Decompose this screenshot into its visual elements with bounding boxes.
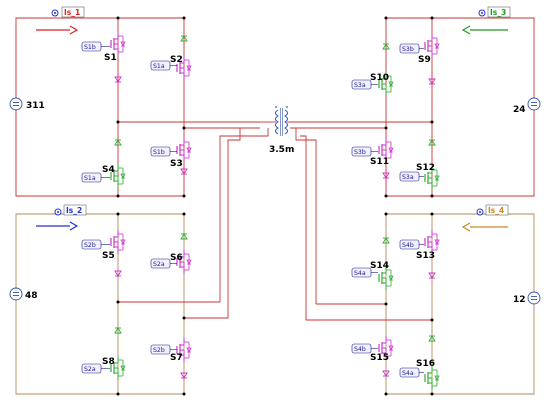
gate-tag-s4: S1a <box>84 175 96 182</box>
switch-label-s13: S13 <box>416 251 435 261</box>
switch-label-s10: S10 <box>370 73 389 83</box>
switch-label-s12: S12 <box>416 163 435 173</box>
probe-is2-label: Is_2 <box>66 206 82 215</box>
bridge-bottom-left <box>9 212 228 396</box>
probe-is3: Is_3 <box>461 6 511 35</box>
probe-is4-label: Is_4 <box>488 206 504 215</box>
bridge-top-left <box>9 16 260 198</box>
probe-is1-label: Is_1 <box>64 8 80 17</box>
bridge-bottom-right <box>306 212 541 396</box>
switch-label-s16: S16 <box>416 359 435 369</box>
switch-label-s3: S3 <box>170 159 183 169</box>
switch-label-s2: S2 <box>170 55 183 65</box>
gate-tag-s16: S4a <box>402 370 414 377</box>
switch-label-s8: S8 <box>102 357 115 367</box>
switch-label-s5: S5 <box>102 251 115 261</box>
probe-is4: Is_4 <box>461 204 509 232</box>
bridge-top-right <box>290 16 541 198</box>
gate-tag-s15: S4b <box>354 346 366 353</box>
gate-tag-s6: S2a <box>153 261 165 268</box>
switch-label-s1: S1 <box>104 53 117 63</box>
transformer <box>219 106 317 320</box>
switch-label-s7: S7 <box>170 353 183 363</box>
source-311: 311 <box>26 101 45 111</box>
probe-is3-label: Is_3 <box>490 8 506 17</box>
gate-tag-s13: S4b <box>402 242 414 249</box>
gate-tag-s9: S3b <box>402 46 414 53</box>
source-24: 24 <box>513 105 526 115</box>
gate-tag-s8: S2a <box>84 366 96 373</box>
gate-tag-s12: S3a <box>402 174 414 181</box>
probe-is1: Is_1 <box>36 6 85 35</box>
gate-tag-s5: S2b <box>84 242 96 249</box>
gate-tag-s14: S4a <box>354 270 366 277</box>
source-48: 48 <box>25 291 38 301</box>
switch-label-s9: S9 <box>418 55 431 65</box>
switch-label-s11: S11 <box>370 157 389 167</box>
gate-tag-s3: S1b <box>153 149 165 156</box>
probe-is2: Is_2 <box>36 204 87 231</box>
gate-tag-s7: S2b <box>153 347 165 354</box>
gate-tag-s1: S1b <box>84 44 96 51</box>
switch-label-s14: S14 <box>370 261 389 271</box>
gate-tag-s11: S3b <box>354 149 366 156</box>
source-12: 12 <box>513 295 526 305</box>
switch-label-s6: S6 <box>170 253 183 263</box>
switch-label-s4: S4 <box>102 165 115 175</box>
gate-tag-s10: S3a <box>354 82 366 89</box>
switch-label-s15: S15 <box>370 353 389 363</box>
gate-tag-s2: S1a <box>153 63 165 70</box>
gate-tags: S1b S1a S1b S1a S2b S2a S2b S2a S3b S3a … <box>81 41 424 378</box>
transformer-label: 3.5m <box>269 145 294 155</box>
